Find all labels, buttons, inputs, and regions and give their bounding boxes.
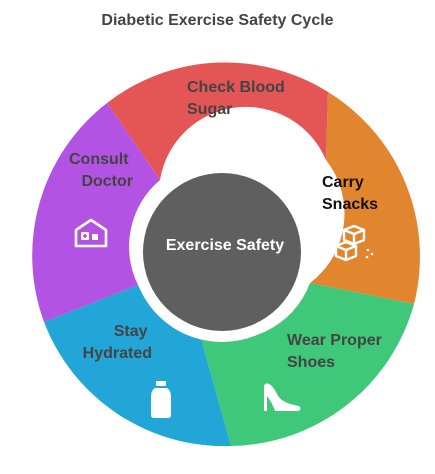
segment-wear-proper-shoes (200, 283, 414, 446)
label-line: Hydrated (83, 345, 152, 362)
shoe-icon (264, 383, 301, 411)
label-line: Doctor (81, 173, 133, 190)
label-line: Shoes (287, 354, 335, 371)
label-line: Check Blood (187, 79, 285, 96)
segment-carry-snacks (310, 92, 420, 304)
label-consult-doctor: Consult Doctor (69, 151, 133, 190)
label-wear-proper-shoes: Wear Proper Shoes (287, 332, 386, 371)
label-carry-snacks: Carry Snacks (322, 174, 378, 213)
label-line: Sugar (187, 101, 232, 118)
label-line: Stay (114, 323, 148, 340)
segment-check-blood-sugar (107, 62, 328, 180)
water-bottle-icon (151, 381, 171, 418)
label-line: Carry (322, 174, 364, 191)
diagram-title: Diabetic Exercise Safety Cycle (101, 12, 334, 29)
label-check-blood-sugar: Check Blood Sugar (187, 79, 289, 118)
medical-clinic-icon (74, 218, 108, 248)
label-stay-hydrated: Stay Hydrated (83, 323, 152, 362)
segment-stay-hydrated (44, 285, 231, 447)
label-line: Consult (69, 151, 129, 168)
snack-cubes-icon (334, 224, 374, 262)
label-line: Snacks (322, 196, 378, 213)
label-line: Wear Proper (287, 332, 382, 349)
center-label: Exercise Safety (166, 237, 284, 254)
segment-consult-doctor (32, 103, 161, 322)
center-circle (143, 173, 301, 331)
blood-sample-icon (219, 117, 250, 145)
